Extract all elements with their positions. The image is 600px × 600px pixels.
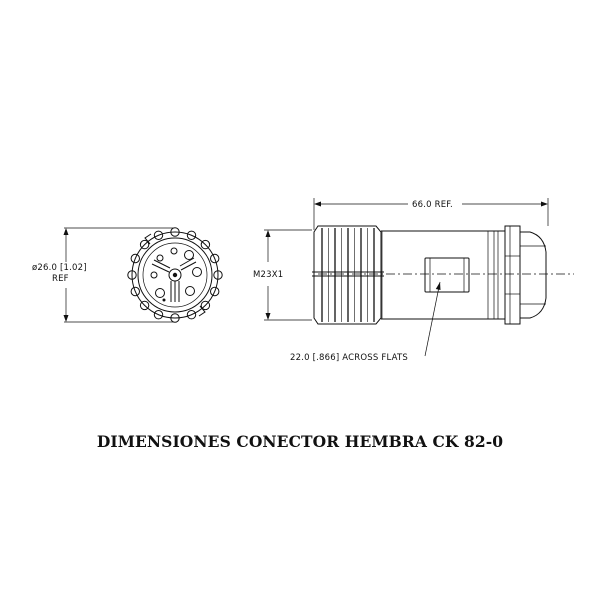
- connector-body: [381, 230, 505, 320]
- contact-3: [184, 250, 194, 260]
- drawing-caption: DIMENSIONES CONECTOR HEMBRA CK 82-0: [96, 432, 504, 451]
- front-contacts: [150, 247, 202, 302]
- contact-7: [150, 271, 158, 279]
- flats-leader: 22.0 [.866] ACROSS FLATS: [290, 281, 441, 363]
- front-inner-ring: [137, 237, 213, 313]
- front-diameter-dimension: ø26.0 [1.02] REF: [32, 227, 174, 323]
- length-label: 66.0 REF.: [412, 200, 453, 210]
- cable-gland: [504, 225, 547, 325]
- front-key-notch-2: [198, 305, 206, 317]
- coupling-nut: [312, 225, 384, 325]
- thread-dimension: M23X1: [253, 229, 312, 321]
- flats-label: 22.0 [.866] ACROSS FLATS: [290, 353, 408, 363]
- insert-divider-3: [179, 257, 197, 271]
- front-insert-face: [142, 242, 208, 308]
- insert-divider-2: [151, 259, 171, 273]
- contact-6: [155, 288, 165, 298]
- contact-5: [185, 286, 195, 296]
- wrench-flat: [424, 257, 470, 293]
- insert-divider: [170, 281, 180, 302]
- front-diameter-label: ø26.0 [1.02]: [32, 263, 87, 273]
- length-dimension: 66.0 REF.: [313, 198, 549, 230]
- contact-4: [192, 267, 202, 277]
- front-outer-circle: [131, 231, 219, 319]
- front-key-notch: [144, 233, 152, 245]
- side-view: 66.0 REF. M23X1: [253, 198, 574, 363]
- thread-label: M23X1: [253, 270, 283, 280]
- contact-1: [156, 254, 164, 262]
- front-ref-label: REF: [52, 274, 69, 284]
- front-view: ø26.0 [1.02] REF: [32, 227, 223, 323]
- contact-2: [170, 247, 178, 255]
